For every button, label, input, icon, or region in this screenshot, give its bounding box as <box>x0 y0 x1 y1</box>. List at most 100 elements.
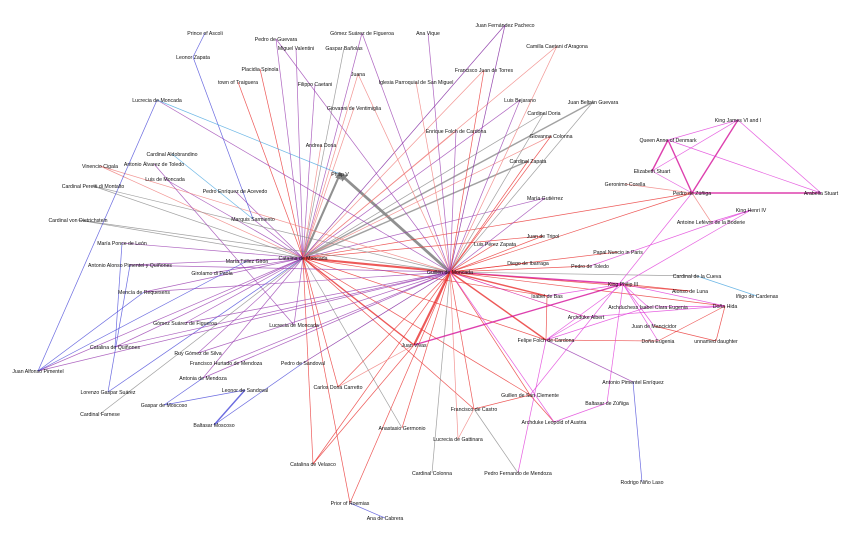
node-label-cardenas[interactable]: Iñigo de Cardenas <box>736 294 779 300</box>
node-label-anavique[interactable]: Ana Vique <box>416 31 440 37</box>
node-label-boderie[interactable]: Antoine Lefèvre de la Boderie <box>677 220 745 226</box>
node-label-bejarano[interactable]: Luis Bejarano <box>504 98 536 104</box>
node-label-carretto[interactable]: Carlos Doria Carretto <box>313 385 362 391</box>
edge-jap-mencia <box>37 291 145 372</box>
node-label-bmoscoso[interactable]: Baltasar Moscoso <box>193 423 234 429</box>
node-label-prior[interactable]: Prior of Roemias <box>331 501 370 507</box>
edge-guillen-carretto <box>337 271 451 388</box>
node-label-ponce[interactable]: María Ponce de León <box>97 241 147 247</box>
node-label-pguevara[interactable]: Pedro de Guevara <box>255 37 298 43</box>
node-label-ccolonna[interactable]: Cardinal Colonna <box>412 471 452 477</box>
node-label-bzuniga[interactable]: Baltasar de Zúñiga <box>585 401 629 407</box>
node-label-guillen[interactable]: Guillén de Moncada <box>427 270 473 276</box>
node-label-pacheco[interactable]: Juan Fernández Pacheco <box>475 23 534 29</box>
node-label-alvarez[interactable]: Antonio Álvarez de Toledo <box>124 161 184 168</box>
node-label-acevedo[interactable]: Pedro Enríquez de Acevedo <box>203 189 268 195</box>
node-label-catalina[interactable]: Catalina de Moncada <box>278 256 327 262</box>
node-label-gutierrez[interactable]: María Gutiérrez <box>527 196 563 202</box>
node-label-daughter[interactable]: unnamed daughter <box>694 339 738 345</box>
node-label-ibarra[interactable]: Diego de Ibarraga <box>507 261 549 267</box>
node-label-cdoria[interactable]: Cardinal Doria <box>527 111 560 117</box>
node-label-gbanolas[interactable]: Gaspar Bañolas <box>325 46 363 52</box>
edge-catalina-giovanni <box>302 107 355 259</box>
node-label-quinones[interactable]: Catalina de Quiñones <box>90 345 140 351</box>
node-label-juana[interactable]: Juana <box>351 72 365 78</box>
node-label-jap[interactable]: Juan Alfonso Pimentel <box>12 369 63 375</box>
node-label-lucrecia2[interactable]: Lucrecia de Moncada <box>269 323 319 329</box>
edge-catalina-gsf2 <box>184 257 304 324</box>
node-label-castro[interactable]: Francisco de Castro <box>451 407 498 413</box>
node-label-cabrera[interactable]: Ana de Cabrera <box>367 516 404 522</box>
node-label-enrique[interactable]: Enrique Folch de Cardona <box>426 129 487 135</box>
node-label-elizabeth[interactable]: Elizabeth Stuart <box>634 169 671 175</box>
node-label-beltran[interactable]: Juan Beltrán Guevara <box>568 100 619 106</box>
node-label-hurtado[interactable]: Francisco Hurtado de Mendoza <box>190 361 262 367</box>
node-label-tripol[interactable]: Juan de Tripol <box>527 234 560 240</box>
node-label-rodrigo[interactable]: Rodrigo Niño Laso <box>621 480 664 486</box>
node-label-sarmiento[interactable]: Marquis Sarmiento <box>231 217 275 223</box>
node-label-cueva[interactable]: Cardinal de la Cueva <box>673 274 722 280</box>
node-label-dietrich[interactable]: Cardinal von Dietrichstein <box>48 218 107 224</box>
node-label-giovanni[interactable]: Giovanni de Ventimiglia <box>327 106 381 112</box>
node-label-gattinara[interactable]: Lucrecia de Gattinara <box>433 437 483 443</box>
node-label-leonors[interactable]: Leonor de Sandoval <box>222 388 268 394</box>
node-label-eugenia[interactable]: Doña Eugenia <box>642 339 675 345</box>
node-label-leopold[interactable]: Archduke Leopold of Austria <box>522 420 587 426</box>
node-label-vivas[interactable]: Juan Vivas <box>401 343 427 349</box>
node-label-cigala[interactable]: Vinencio Cigala <box>82 164 118 170</box>
node-label-czapata[interactable]: Cardinal Zapata <box>510 159 547 165</box>
node-label-corella[interactable]: Geronimo Corella <box>605 182 646 188</box>
node-label-nuncio[interactable]: Papal Nuncio in Paris <box>593 250 643 256</box>
node-label-ape[interactable]: Antonio Pimentel Enríquez <box>602 380 664 386</box>
node-label-isabelbas[interactable]: Isabel de Bas <box>531 294 563 300</box>
node-label-aldobrandino[interactable]: Cardinal Aldobrandino <box>146 152 197 158</box>
node-label-farnese[interactable]: Cardinal Farnese <box>80 412 120 418</box>
node-label-ptoledo[interactable]: Pedro de Toledo <box>571 264 609 270</box>
node-label-placidia[interactable]: Placidia Spinola <box>242 67 279 73</box>
node-label-sanclemente[interactable]: Guillen de San Clemente <box>501 393 559 399</box>
node-label-lorenzo[interactable]: Lorenzo Gaspar Suárez <box>80 390 135 396</box>
node-label-kingphilip[interactable]: King Philip III <box>608 282 638 288</box>
node-label-pzuniga[interactable]: Pedro de Zúñiga <box>673 191 711 197</box>
node-label-lpzapata[interactable]: Luis Pérez Zapata <box>474 242 516 248</box>
node-label-ruy[interactable]: Ruy Gómez de Silva <box>174 351 221 357</box>
node-label-girolamo[interactable]: Girolamo di Paola <box>191 271 232 277</box>
node-label-mencia[interactable]: Mencía de Requesens <box>118 290 170 296</box>
node-label-albert[interactable]: Archduke Albert <box>568 315 605 321</box>
node-label-luism[interactable]: Luis de Moncada <box>145 177 185 183</box>
node-label-pfmendoza[interactable]: Pedro Fernando de Mendoza <box>484 471 552 477</box>
node-label-ascoli[interactable]: Prince of Ascoli <box>187 31 222 37</box>
node-label-gsf2[interactable]: Gómez Suárez de Figueroa <box>153 321 217 327</box>
node-label-hida[interactable]: Doña Hida <box>713 304 738 310</box>
edge-guillen-antonia <box>202 271 451 379</box>
node-label-filippo[interactable]: Filippo Caetani <box>298 82 333 88</box>
node-label-miguel[interactable]: Miguel Valentini <box>278 46 314 52</box>
node-label-antonia[interactable]: Antonia de Mendoza <box>179 376 227 382</box>
node-label-tellez[interactable]: María Téllez Girón <box>226 259 269 265</box>
node-label-james[interactable]: King James VI and I <box>715 118 761 124</box>
node-label-arabella[interactable]: Arabella Stuart <box>804 191 839 197</box>
node-label-germonio[interactable]: Anastasio Germonio <box>379 426 426 432</box>
node-label-gsf1[interactable]: Gómez Suárez de Figueroa <box>330 31 394 37</box>
node-label-felipe[interactable]: Felipe Folch de Cardona <box>518 338 575 344</box>
node-label-lucrecia1[interactable]: Lucrecia de Moncada <box>132 98 182 104</box>
node-label-andrea[interactable]: Andrea Doria <box>306 143 337 149</box>
edge-guillen-peretti <box>92 185 451 273</box>
node-label-henri[interactable]: King Henri IV <box>736 208 767 214</box>
node-label-velasco[interactable]: Catalina de Velasco <box>290 462 336 468</box>
node-label-anne[interactable]: Queen Anne of Denmark <box>639 138 697 144</box>
node-label-luna[interactable]: Alonso de Luna <box>672 289 708 295</box>
node-label-torres[interactable]: Francisco Juan de Torres <box>455 68 514 74</box>
node-label-camilla[interactable]: Camilla Caetani d'Aragona <box>526 44 588 50</box>
node-label-philip[interactable]: Philip V <box>331 172 349 178</box>
node-label-gmoscoso[interactable]: Gaspar de Moscoso <box>141 403 188 409</box>
node-label-peretti[interactable]: Cardinal Peretti di Montalto <box>62 184 125 190</box>
node-label-leonorz[interactable]: Leonor Zapata <box>176 55 210 61</box>
node-label-isabelclara[interactable]: Archduchess Isabel Clara Eugenia <box>608 305 688 311</box>
node-label-gcolonna[interactable]: Giovanna Colonna <box>530 134 573 140</box>
node-label-mancicidor[interactable]: Juan de Mancicidor <box>632 324 677 330</box>
node-label-psandoval[interactable]: Pedro de Sandoval <box>281 361 325 367</box>
node-label-aapq[interactable]: Antonio Alonso Pimentel y Quiñones <box>88 263 172 269</box>
node-label-traiguera[interactable]: town of Traiguera <box>218 80 258 86</box>
node-label-iglesia[interactable]: Iglesia Parroquial de San Miguel <box>379 80 454 86</box>
